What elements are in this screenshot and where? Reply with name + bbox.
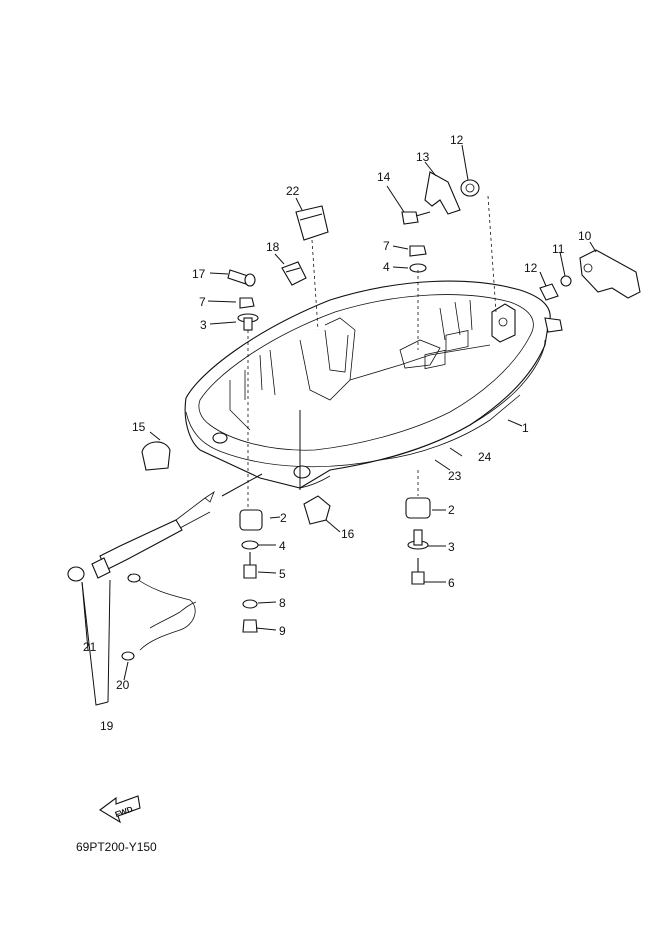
- callout-4: 4: [279, 539, 286, 553]
- callout-23: 23: [448, 469, 462, 483]
- callout-8: 8: [279, 596, 286, 610]
- callout-2: 2: [280, 511, 287, 525]
- callout-11: 11: [552, 242, 565, 256]
- callout-20: 20: [116, 678, 130, 692]
- part-18-bracket: [281, 261, 307, 286]
- bottom-cowling: [184, 280, 563, 489]
- forward-arrow-icon: FWD: [99, 795, 141, 824]
- callout-9: 9: [279, 624, 286, 638]
- callout-1: 1: [522, 421, 529, 435]
- callout-3: 3: [448, 540, 455, 554]
- callout-7: 7: [383, 239, 390, 253]
- callout-24: 24: [478, 450, 492, 464]
- callout-14: 14: [377, 170, 391, 184]
- callout-13: 13: [416, 150, 430, 164]
- callout-17: 17: [192, 267, 206, 281]
- callout-12: 12: [524, 261, 538, 275]
- callout-16: 16: [341, 527, 355, 541]
- callout-6: 6: [448, 576, 455, 590]
- callout-10: 10: [578, 229, 592, 243]
- callout-12: 12: [450, 133, 464, 147]
- callout-22: 22: [286, 184, 300, 198]
- callout-15: 15: [132, 420, 146, 434]
- callout-18: 18: [266, 240, 280, 254]
- callout-4: 4: [383, 260, 390, 274]
- callout-2: 2: [448, 503, 455, 517]
- callout-3: 3: [200, 318, 207, 332]
- diagram-code: 69PT200-Y150: [76, 840, 157, 854]
- callout-7: 7: [199, 295, 206, 309]
- callout-5: 5: [279, 567, 286, 581]
- callout-21: 21: [83, 640, 97, 654]
- part-22-cover: [295, 205, 329, 241]
- callout-19: 19: [100, 719, 114, 733]
